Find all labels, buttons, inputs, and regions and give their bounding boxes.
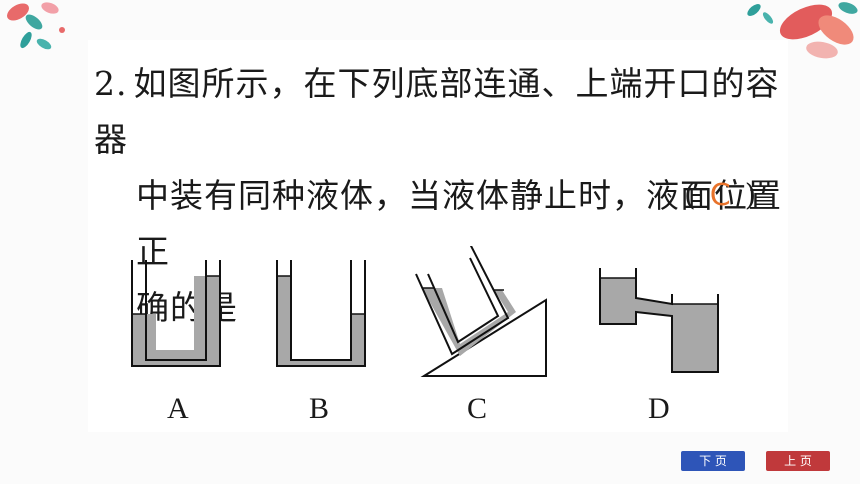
leaf-decoration-icon [7,2,65,50]
question-line-1: 2.如图所示，在下列底部连通、上端开口的容器 [94,64,780,159]
question-line-2: 中装有同种液体，当液体静止时，液面位置正 [136,176,782,271]
leaf-decoration-icon [747,2,858,59]
answer-bracket: (C) [684,178,757,213]
figure-a [131,260,221,367]
answer-value: C [709,178,731,213]
option-label-a: A [167,392,189,425]
prev-page-button[interactable]: 上 页 [766,451,830,471]
container-figures [131,246,719,377]
option-label-c: C [467,392,488,425]
figure-c [415,246,547,377]
figure-d [599,268,719,373]
question-number: 2. [94,64,128,103]
figure-b [276,260,366,367]
option-label-d: D [648,392,670,425]
option-label-b: B [309,392,330,425]
next-page-button[interactable]: 下 页 [681,451,745,471]
question-text: 2.如图所示，在下列底部连通、上端开口的容器 中装有同种液体，当液体静止时，液面… [94,56,784,336]
